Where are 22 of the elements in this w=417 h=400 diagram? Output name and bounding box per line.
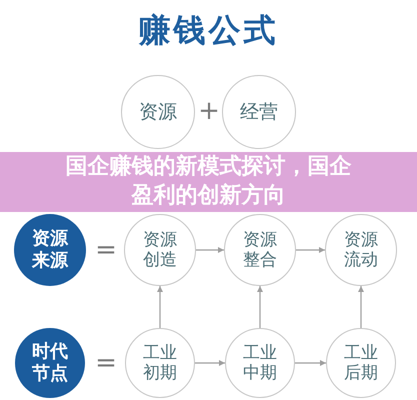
node-label: 资源整合 [242, 230, 278, 270]
node-label: 资源创造 [142, 230, 178, 270]
arrow [196, 247, 224, 253]
banner-text: 国企赚钱的新模式探讨，国企盈利的创新方向 [64, 153, 352, 210]
diagram-title: 赚钱公式 [138, 11, 278, 49]
node-label: 时代节点 [31, 341, 69, 385]
arrow [195, 360, 225, 366]
arrow [295, 360, 326, 366]
node-label: 经营 [239, 100, 279, 124]
node-label: 资源 [138, 100, 178, 124]
arrow [358, 286, 364, 328]
arrow [257, 286, 263, 328]
node-label: 工业初期 [142, 342, 178, 384]
arrow [157, 286, 163, 328]
arrow [296, 247, 325, 253]
node-label: 工业后期 [342, 342, 379, 384]
equals-sign: = [95, 237, 117, 263]
node-label: 资源来源 [30, 228, 70, 272]
node-label: 资源流动 [342, 230, 379, 270]
equals-sign: = [95, 350, 117, 376]
plus-sign: + [198, 98, 220, 124]
node-label: 工业中期 [242, 342, 278, 384]
